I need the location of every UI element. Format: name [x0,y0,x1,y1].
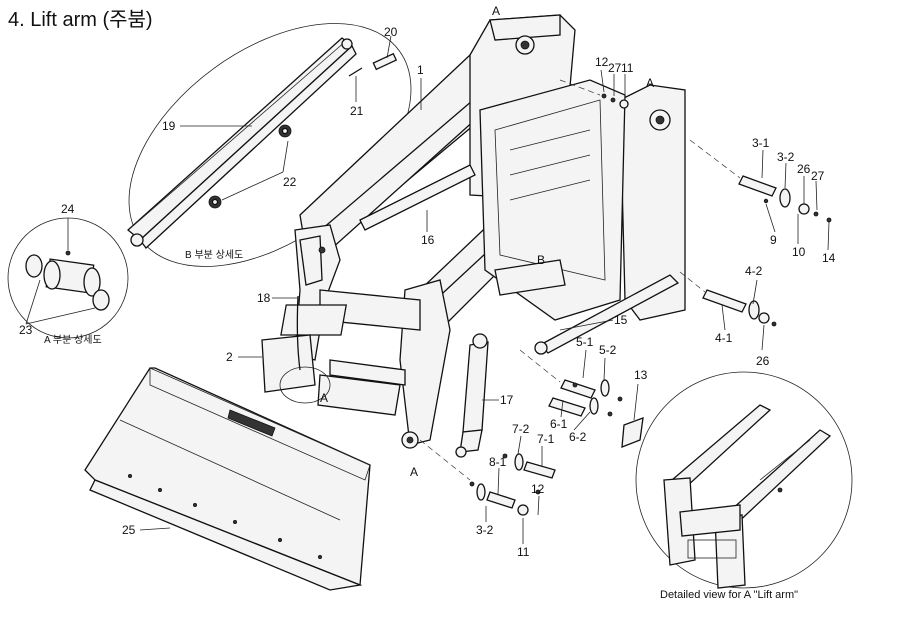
callout-labels: 20 21 19 22 1 A A A A 12 27 11 3-1 3-2 2… [19,4,836,559]
callout-6-1: 6-1 [550,417,568,431]
callout-12a: 12 [595,55,609,69]
callout-20: 20 [384,25,398,39]
callout-18: 18 [257,291,271,305]
callout-7-1: 7-1 [537,432,555,446]
callout-a-bucket: A [320,391,328,405]
callout-11a: 11 [621,61,634,75]
pin-group-7-8 [419,439,556,516]
callout-a-lower: A [410,465,418,479]
leader-lines [139,69,830,544]
callout-27b: 27 [811,169,825,183]
callout-16: 16 [421,233,435,247]
callout-4-2: 4-2 [745,264,763,278]
detail-b-view [127,23,412,267]
callout-24: 24 [61,202,75,216]
callout-3-2b: 3-2 [476,523,494,537]
callout-15: 15 [614,313,628,327]
callout-8-1: 8-1 [489,455,507,469]
callout-23: 23 [19,323,33,337]
callout-14: 14 [822,251,836,265]
pin-group-4 [679,271,777,327]
callout-2: 2 [226,350,233,364]
page-title: 4. Lift arm (주붐) [8,9,153,31]
pin-group-5-6 [519,349,644,448]
lift-cylinder [455,333,489,458]
callout-17: 17 [500,393,514,407]
callout-a-top: A [492,4,500,18]
caption-labels: B 부분 상세도 A 부분 상세도 Detailed view for A "L… [44,249,798,601]
callout-a-right: A [646,76,654,90]
caption-detail-a-en: Detailed view for A "Lift arm" [660,589,798,601]
bucket [84,366,371,591]
callout-11b: 11 [517,545,530,559]
callout-26a: 26 [797,162,811,176]
callout-19: 19 [162,119,176,133]
callout-21: 21 [350,104,364,118]
callout-9: 9 [770,233,777,247]
callout-27a: 27 [608,61,622,75]
callout-5-2: 5-2 [599,343,617,357]
detail-a-view [7,217,129,339]
callout-5-1: 5-1 [576,335,594,349]
pin-group-11-12-27 [559,79,629,109]
callout-6-2: 6-2 [569,430,587,444]
callout-22: 22 [283,175,297,189]
lift-arm-frame [261,14,686,449]
callout-12b: 12 [531,482,545,496]
callout-b: B [537,253,545,267]
callout-3-2a: 3-2 [777,150,795,164]
caption-detail-a: A 부분 상세도 [44,334,102,346]
callout-3-1: 3-1 [752,136,770,150]
callout-10: 10 [792,245,806,259]
callout-26b: 26 [756,354,770,368]
detail-lift-arm-view [635,371,853,589]
callout-4-1: 4-1 [715,331,733,345]
callout-7-2: 7-2 [512,422,530,436]
pin-group-3 [689,139,832,223]
callout-13: 13 [634,368,648,382]
callout-25: 25 [122,523,136,537]
callout-1: 1 [417,63,424,77]
caption-detail-b: B 부분 상세도 [185,249,243,261]
